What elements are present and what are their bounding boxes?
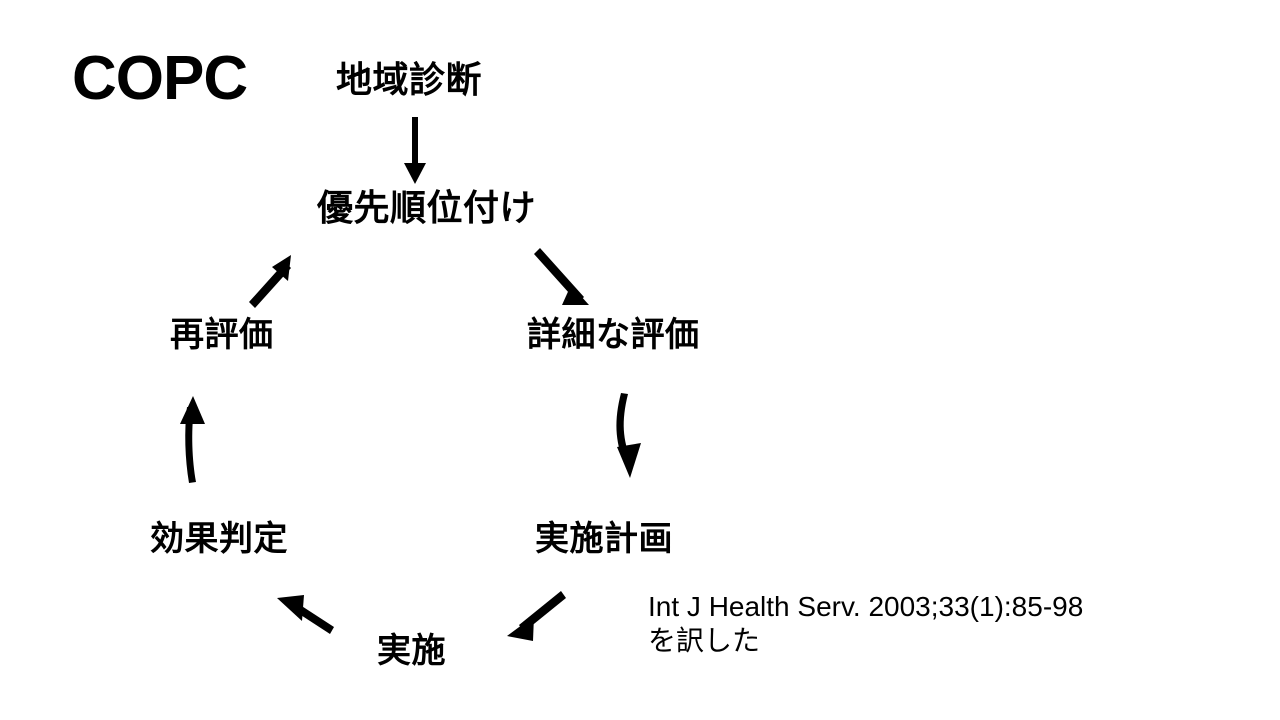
page-title: COPC [72, 44, 248, 113]
citation-block: Int J Health Serv. 2003;33(1):85-98 を訳した [648, 590, 1083, 658]
cycle-node-re-evaluation: 再評価 [170, 316, 274, 354]
cycle-node-detailed-assessment: 詳細な評価 [527, 316, 700, 354]
cycle-node-prioritization: 優先順位付け [317, 187, 537, 228]
citation-translation-note: を訳した [648, 625, 761, 657]
arrow-reevaluation-to-prioritization [249, 255, 291, 308]
cycle-node-implementation-plan: 実施計画 [535, 520, 673, 558]
cycle-node-effect-evaluation: 効果判定 [150, 520, 288, 558]
cycle-node-community-diagnosis: 地域診断 [336, 59, 483, 100]
arrow-assessment-to-plan [616, 393, 641, 478]
arrow-plan-to-implementation [507, 591, 566, 641]
arrow-effect-to-reevaluation [180, 396, 205, 483]
arrow-implementation-to-effect [277, 595, 334, 634]
citation-reference-line: Int J Health Serv. 2003;33(1):85-98 [648, 591, 1084, 622]
arrow-prioritization-to-assessment [534, 248, 589, 305]
cycle-node-implementation: 実施 [377, 632, 446, 670]
arrow-diagnosis-to-prioritization [404, 117, 426, 184]
